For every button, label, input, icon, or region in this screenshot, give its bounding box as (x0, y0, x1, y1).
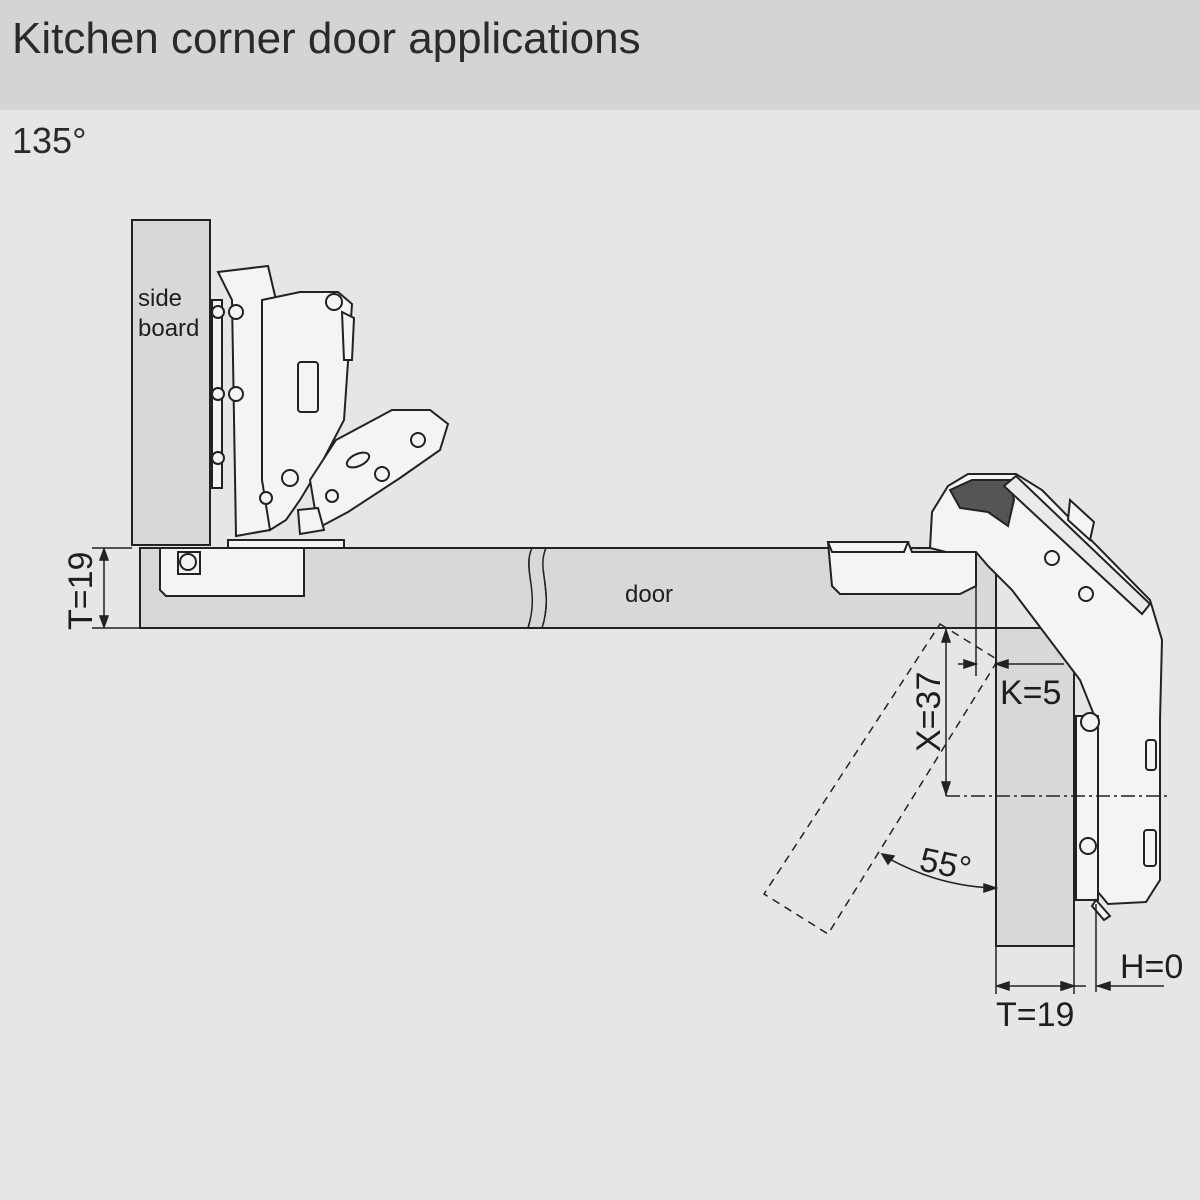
left-hinge (159, 264, 450, 597)
header-bar (0, 0, 1200, 110)
side-board-label-line1: side (138, 285, 182, 312)
door-label: door (625, 581, 673, 608)
side-board-panel (131, 219, 211, 546)
bottom-thickness-label: T=19 (996, 996, 1074, 1034)
angle-dimension-label: 55° (916, 841, 974, 889)
dashed-door-outline (762, 622, 1000, 936)
h-dimension-label: H=0 (1120, 948, 1183, 986)
page-title: Kitchen corner door applications (12, 14, 641, 63)
k-dimension-label: K=5 (1000, 674, 1061, 712)
dimension-lines (92, 546, 1168, 994)
opening-angle-label: 135° (12, 120, 87, 161)
side-board-label-line2: board (138, 315, 199, 342)
corner-side-board (995, 627, 1075, 947)
x-dimension-label: X=37 (910, 672, 948, 752)
left-thickness-label: T=19 (62, 552, 100, 630)
